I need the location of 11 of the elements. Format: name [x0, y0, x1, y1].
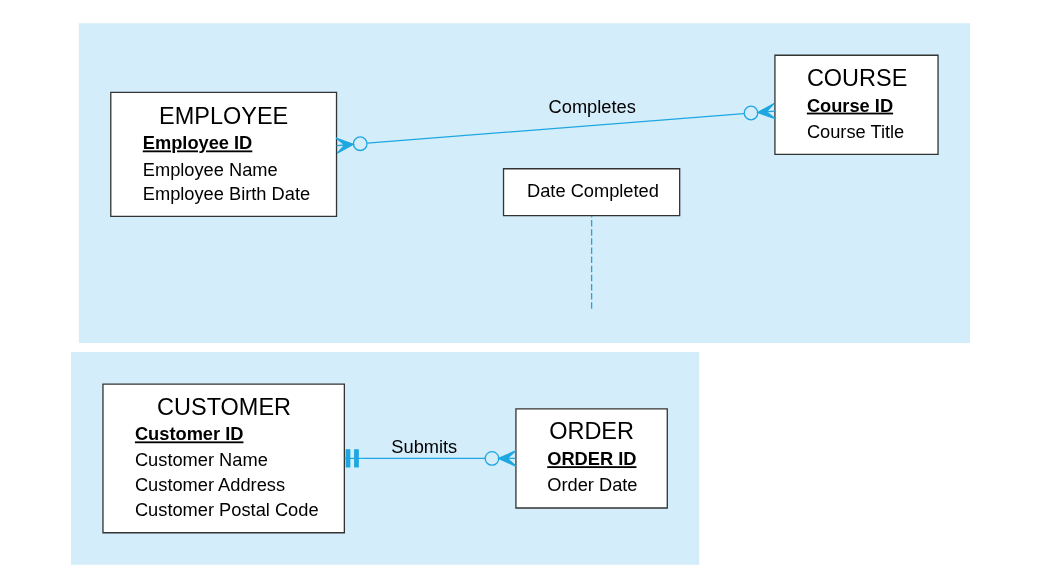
node-box: COURSE Course ID Course Title	[773, 54, 939, 156]
connector	[590, 215, 592, 310]
cluster	[70, 352, 699, 565]
node-box: ORDER ORDER ID Order Date	[514, 408, 668, 509]
node-box: Date Completed	[502, 168, 680, 217]
edge-label: Submits	[390, 436, 457, 458]
node-box: EMPLOYEE Employee ID Employee Name Employee Birth Date	[109, 91, 337, 217]
edge-label: Completes	[548, 95, 636, 117]
node-box: CUSTOMER Customer ID Customer Name Customer Address Customer Postal Code	[101, 383, 345, 534]
connector	[334, 102, 776, 154]
cluster	[78, 23, 970, 343]
